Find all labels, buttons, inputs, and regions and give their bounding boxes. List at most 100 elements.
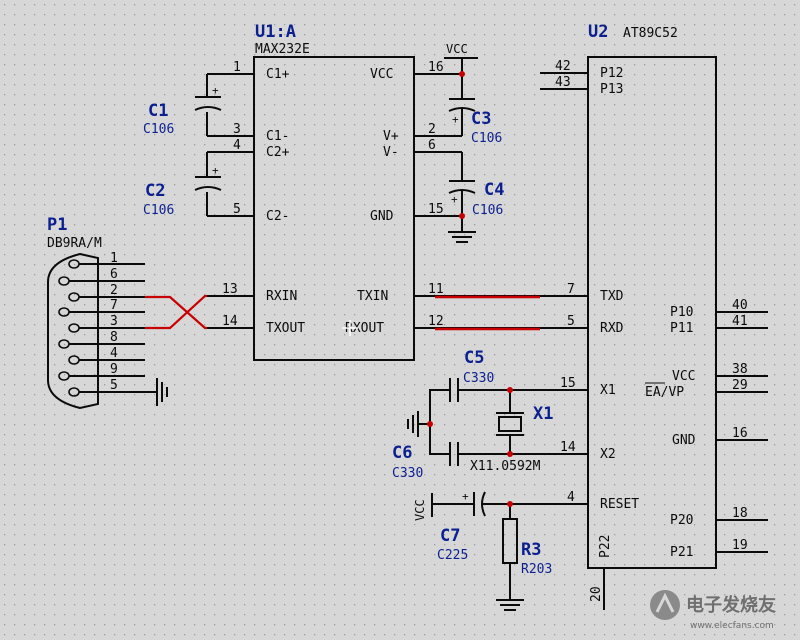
x1-ref: X1 — [533, 404, 553, 424]
p1-pin-8: 8 — [110, 330, 118, 345]
u2-pin-41: 41 — [732, 314, 748, 329]
u2-label-reset: RESET — [600, 497, 639, 512]
u2-label-p11: P11 — [670, 321, 693, 336]
p1-pin-7: 7 — [110, 298, 118, 313]
db9-shell — [47, 252, 99, 410]
p1-pin-1: 1 — [110, 251, 118, 266]
c3-value: C106 — [471, 131, 502, 146]
p1-ref: P1 — [47, 215, 67, 235]
u1-label-c2m: C2- — [266, 209, 289, 224]
u2-pin-40: 40 — [732, 298, 748, 313]
c3-ref: C3 — [471, 109, 491, 129]
u2-pin-16: 16 — [732, 426, 748, 441]
u1-pin-15: 15 — [428, 202, 444, 217]
c3-c4-wiring — [444, 57, 478, 243]
c5-value: C330 — [463, 371, 494, 386]
u2-label-p13: P13 — [600, 82, 623, 97]
c3-c4-junctions — [459, 71, 465, 219]
p1-pin-5: 5 — [110, 378, 118, 393]
c1-ref: C1 — [148, 101, 168, 121]
u1-pin-12: 12 — [428, 314, 444, 329]
watermark-text: 电子发烧友 — [686, 594, 776, 616]
u1-pin-6: 6 — [428, 138, 436, 153]
p1-pin-4: 4 — [110, 346, 118, 361]
u2-label-p20: P20 — [670, 513, 693, 528]
c2-wiring — [194, 152, 222, 216]
u1-label-gnd: GND — [370, 209, 394, 224]
u1-pin-11: 11 — [428, 282, 444, 297]
u1-label-rxout: RXOUT — [345, 321, 384, 336]
u1-label-c1p: C1+ — [266, 67, 290, 82]
u2-pin-20: 20 — [589, 586, 604, 602]
p1-part: DB9RA/M — [47, 236, 102, 251]
c6-value: C330 — [392, 466, 423, 481]
c3-plus-mark: + — [452, 113, 459, 126]
c1-plus-mark: + — [212, 84, 219, 97]
c4-plus-mark: + — [451, 193, 458, 206]
u1-pin-1: 1 — [233, 60, 241, 75]
p1-pin-9: 9 — [110, 362, 118, 377]
u1-ref: U1:A — [255, 22, 296, 42]
u1-label-rxin: RXIN — [266, 289, 297, 304]
u2-label-txd: TXD — [600, 289, 624, 304]
uart-nets — [414, 295, 588, 331]
u2-pin-4: 4 — [567, 490, 575, 505]
p1-pin-2: 2 — [110, 283, 118, 298]
watermark-url: www.elecfans.com — [690, 621, 774, 631]
u2-label-gnd: GND — [672, 433, 696, 448]
p1-db9-connector: P1 DB9RA/M 1 6 2 7 3 — [47, 215, 168, 410]
u2-pin-38: 38 — [732, 362, 748, 377]
crystal-junctions — [427, 387, 513, 457]
vcc-reset-label: VCC — [413, 499, 427, 521]
x1-value: X11.0592M — [470, 459, 541, 474]
u2-part: AT89C52 — [623, 26, 678, 41]
r3-value: R203 — [521, 562, 552, 577]
u2-pin-15: 15 — [560, 376, 576, 391]
u2-label-p21: P21 — [670, 545, 693, 560]
u2-label-vcc: VCC — [672, 369, 695, 384]
u2-pin-42: 42 — [555, 59, 571, 74]
u1-pin-5: 5 — [233, 202, 241, 217]
c4-value: C106 — [472, 203, 503, 218]
u2-pin-43: 43 — [555, 75, 571, 90]
reset-junction — [507, 501, 513, 507]
c6-ref: C6 — [392, 443, 412, 463]
u2-pin-29: 29 — [732, 378, 748, 393]
u2-label-x1: X1 — [600, 383, 616, 398]
crosshair-cursor-icon — [342, 320, 358, 336]
c2-plus-mark: + — [212, 164, 219, 177]
u2-pin-19: 19 — [732, 538, 748, 553]
c1-value: C106 — [143, 122, 174, 137]
c2-ref: C2 — [145, 181, 165, 201]
u1-part: MAX232E — [255, 42, 310, 57]
crystal-circuit — [407, 378, 524, 466]
vcc-top-label: VCC — [446, 42, 468, 56]
u1-label-txin: TXIN — [357, 289, 388, 304]
u2-label-rxd: RXD — [600, 321, 624, 336]
p1-pin-3: 3 — [110, 314, 118, 329]
rs232-cross-wires — [145, 294, 207, 330]
c7-ref: C7 — [440, 526, 460, 546]
u1-pin-16: 16 — [428, 60, 444, 75]
u1-label-vplus: V+ — [383, 129, 399, 144]
c7-plus-mark: + — [462, 490, 469, 503]
watermark-logo-mark — [655, 592, 675, 613]
c4-ref: C4 — [484, 180, 504, 200]
u1-label-vminus: V- — [383, 145, 399, 160]
u1-label-c1m: C1- — [266, 129, 289, 144]
u1-label-vcc: VCC — [370, 67, 393, 82]
u2-pin-5: 5 — [567, 314, 575, 329]
u1-body — [253, 56, 415, 361]
u1-max232: U1:A MAX232E C1+ C1- C2+ C2- RXIN TXOUT … — [207, 22, 462, 361]
u2-label-p22: P22 — [598, 535, 613, 558]
u1-pin-3: 3 — [233, 122, 241, 137]
r3-ref: R3 — [521, 540, 541, 560]
u1-label-txout: TXOUT — [266, 321, 305, 336]
u2-pin-14: 14 — [560, 440, 576, 455]
u2-label-p12: P12 — [600, 66, 623, 81]
c5-ref: C5 — [464, 348, 484, 368]
u2-label-x2: X2 — [600, 447, 616, 462]
